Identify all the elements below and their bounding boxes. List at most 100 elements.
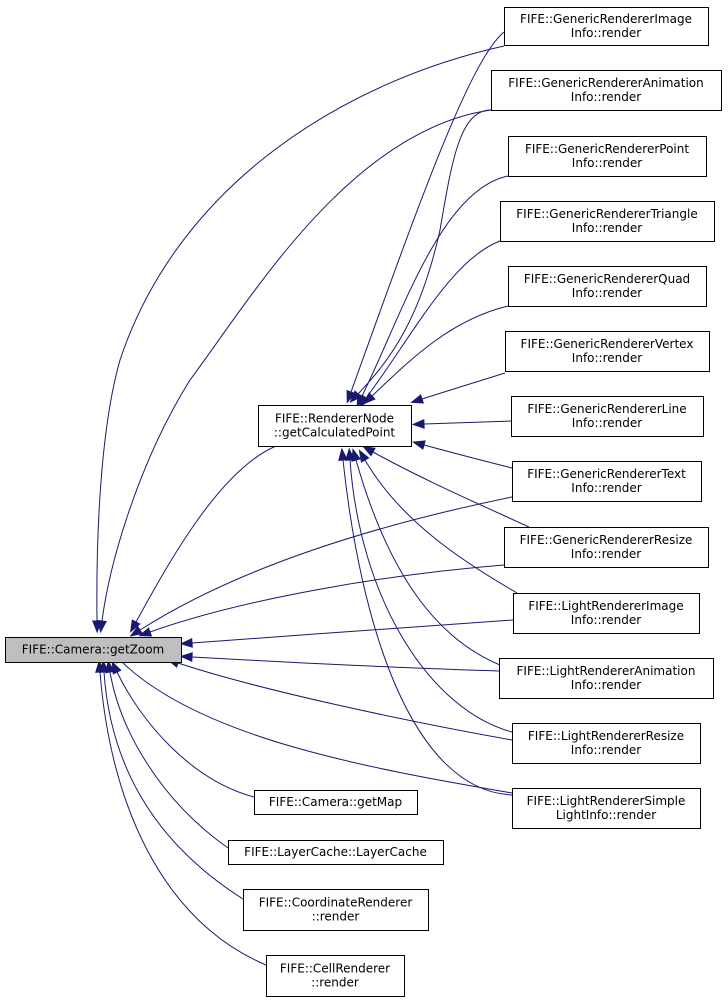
node-box[interactable] xyxy=(505,331,710,372)
node-box[interactable] xyxy=(5,637,182,663)
node-coordinate-renderer[interactable]: FIFE::CoordinateRenderer::render xyxy=(243,889,429,931)
edge-lr_animation-to-camera_getzoom xyxy=(191,656,500,672)
node-label: ::render xyxy=(312,910,360,924)
edge-lr_image-to-renderernode_calc xyxy=(364,459,518,594)
node-label: FIFE::GenericRendererPoint xyxy=(525,142,689,156)
node-label: LightInfo::render xyxy=(556,808,656,822)
edge-cell_renderer-to-camera_getzoom xyxy=(99,671,267,966)
node-label: Info::render xyxy=(571,26,641,40)
edge-gr_vertex-to-renderernode_calc xyxy=(421,372,506,400)
arrowhead-lr_image-to-renderernode_calc xyxy=(358,449,370,463)
arrowhead-cell_renderer-to-camera_getzoom xyxy=(95,659,105,673)
node-label: Info::render xyxy=(572,286,642,300)
node-box[interactable] xyxy=(254,790,418,815)
node-box[interactable] xyxy=(508,266,707,307)
node-box[interactable] xyxy=(491,70,722,111)
edge-gr_animation-to-renderernode_calc xyxy=(357,109,492,395)
edge-gr_triangle-to-renderernode_calc xyxy=(365,240,501,399)
node-gr-triangle[interactable]: FIFE::GenericRendererTriangleInfo::rende… xyxy=(500,201,715,242)
edge-lr_simple-to-camera_getzoom xyxy=(119,659,513,794)
edge-gr_image-to-renderernode_calc xyxy=(350,31,505,393)
node-label: FIFE::GenericRendererVertex xyxy=(521,337,694,351)
node-label: Info::render xyxy=(571,90,641,104)
edge-gr_resize-to-camera_getzoom xyxy=(149,564,505,633)
node-label: Info::render xyxy=(571,678,641,692)
node-box[interactable] xyxy=(513,593,700,634)
arrowhead-lr_animation-to-camera_getzoom xyxy=(179,652,193,662)
node-label: FIFE::CellRenderer xyxy=(280,962,390,976)
node-box[interactable] xyxy=(258,405,412,447)
node-label: FIFE::LayerCache::LayerCache xyxy=(244,845,427,859)
node-label: Info::render xyxy=(572,221,642,235)
arrowhead-gr_resize-to-camera_getzoom xyxy=(138,627,153,637)
arrowhead-lr_resize-to-renderernode_calc xyxy=(345,447,355,461)
node-box[interactable] xyxy=(511,396,704,437)
arrowhead-lr_simple-to-renderernode_calc xyxy=(338,447,348,462)
arrowhead-gr_image-to-renderernode_calc xyxy=(346,389,356,404)
node-box[interactable] xyxy=(504,527,709,568)
arrowhead-renderernode_calc-to-camera_getzoom xyxy=(130,619,141,633)
node-label: Info::render xyxy=(572,156,642,170)
arrowhead-gr_resize-to-renderernode_calc xyxy=(362,445,376,457)
node-label: Info::render xyxy=(571,743,641,757)
node-box[interactable] xyxy=(500,201,715,242)
edge-gr_quad-to-renderernode_calc xyxy=(371,305,509,397)
node-camera-getzoom[interactable]: FIFE::Camera::getZoom xyxy=(5,637,182,663)
node-label: FIFE::RendererNode xyxy=(275,412,394,426)
node-label: Info::render xyxy=(572,416,642,430)
node-lr-simple[interactable]: FIFE::LightRendererSimpleLightInfo::rend… xyxy=(512,788,701,829)
node-gr-animation[interactable]: FIFE::GenericRendererAnimationInfo::rend… xyxy=(491,70,722,111)
node-box[interactable] xyxy=(504,7,709,46)
node-label: FIFE::GenericRendererQuad xyxy=(524,272,690,286)
node-box[interactable] xyxy=(512,723,701,764)
node-label: Info::render xyxy=(571,547,641,561)
edge-gr_animation-to-camera_getzoom xyxy=(101,109,492,622)
node-box[interactable] xyxy=(266,955,405,997)
node-renderernode-calc[interactable]: FIFE::RendererNode::getCalculatedPoint xyxy=(258,405,412,447)
node-label: FIFE::GenericRendererTriangle xyxy=(516,207,697,221)
edge-camera_getmap-to-camera_getzoom xyxy=(116,671,255,798)
arrowhead-gr_text-to-renderernode_calc xyxy=(412,440,426,450)
node-label: FIFE::GenericRendererImage xyxy=(520,12,692,26)
edge-lr_animation-to-renderernode_calc xyxy=(355,459,501,666)
node-box[interactable] xyxy=(512,461,702,502)
arrowhead-gr_text-to-camera_getzoom xyxy=(129,625,144,637)
node-box[interactable] xyxy=(508,136,707,177)
node-label: FIFE::GenericRendererResize xyxy=(520,533,693,547)
arrowhead-layercache-to-camera_getzoom xyxy=(105,659,115,674)
node-box[interactable] xyxy=(243,889,429,931)
edge-lr_image-to-camera_getzoom xyxy=(191,619,514,644)
node-label: FIFE::CoordinateRenderer xyxy=(259,896,413,910)
edge-coordinate_renderer-to-camera_getzoom xyxy=(103,671,244,900)
node-layercache[interactable]: FIFE::LayerCache::LayerCache xyxy=(228,840,444,865)
node-label: FIFE::GenericRendererAnimation xyxy=(508,76,704,90)
node-box[interactable] xyxy=(512,788,701,829)
call-graph-edges xyxy=(92,31,530,966)
edge-gr_text-to-camera_getzoom xyxy=(139,496,513,631)
arrowhead-lr_image-to-camera_getzoom xyxy=(179,638,193,648)
node-cell-renderer[interactable]: FIFE::CellRenderer::render xyxy=(266,955,405,997)
edge-gr_line-to-renderernode_calc xyxy=(423,420,512,425)
edge-gr_image-to-camera_getzoom xyxy=(96,45,505,622)
node-camera-getmap[interactable]: FIFE::Camera::getMap xyxy=(254,790,418,815)
edge-gr_point-to-renderernode_calc xyxy=(361,175,509,397)
node-label: FIFE::GenericRendererText xyxy=(527,467,686,481)
node-label: FIFE::Camera::getMap xyxy=(269,795,402,809)
call-graph-nodes: FIFE::Camera::getZoom FIFE::RendererNode:… xyxy=(5,7,722,997)
node-box[interactable] xyxy=(499,658,714,699)
node-label: FIFE::LightRendererSimple xyxy=(527,794,686,808)
node-label: FIFE::LightRendererImage xyxy=(528,599,683,613)
node-box[interactable] xyxy=(228,840,444,865)
arrowhead-gr_quad-to-renderernode_calc xyxy=(362,392,376,405)
